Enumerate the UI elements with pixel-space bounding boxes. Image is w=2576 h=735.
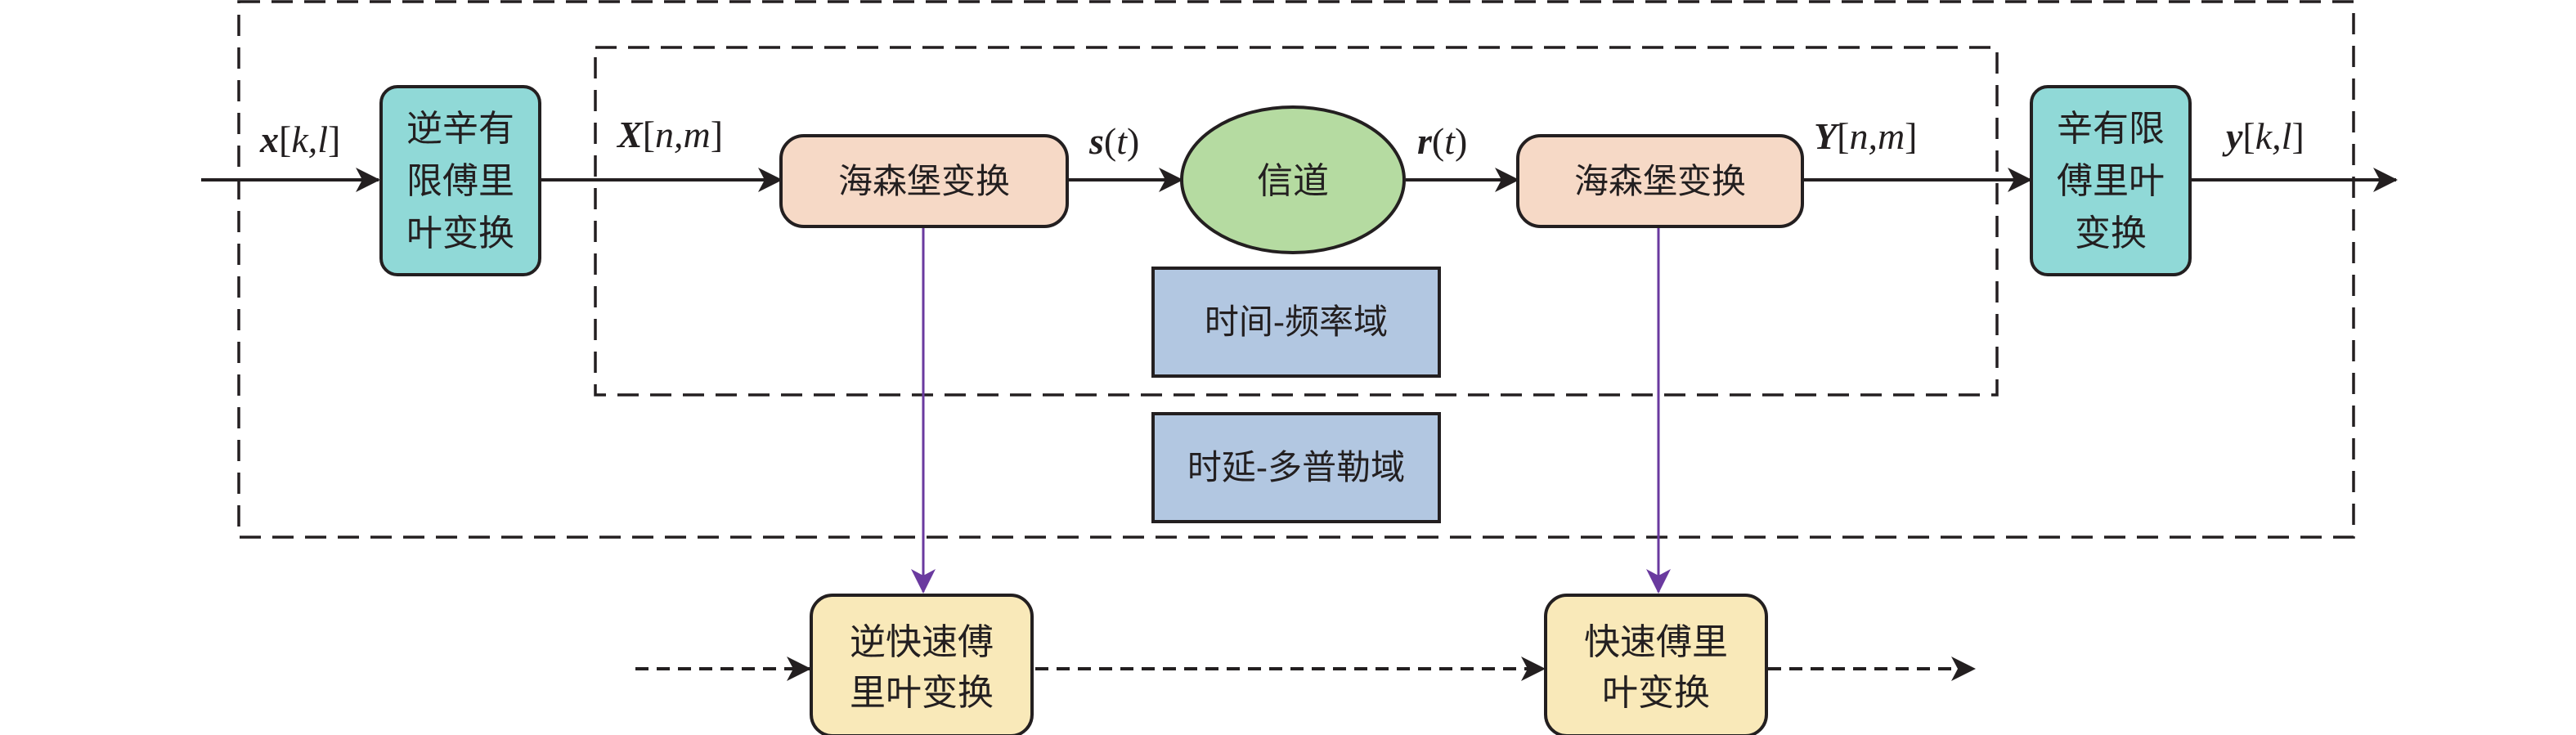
signal-label-r-t: r(t): [1417, 120, 1467, 162]
signal-X-tf-args: n,m: [655, 114, 711, 155]
signal-label-Y-tf: Y[n,m]: [1814, 115, 1918, 157]
delay-doppler-frame: [237, 0, 2355, 539]
signal-label-x-in: x[k,l]: [259, 119, 340, 160]
signal-r-t-symbol: r: [1417, 120, 1433, 162]
signal-s-t-args: t: [1116, 120, 1128, 162]
signal-Y-tf-args: n,m: [1849, 115, 1905, 157]
wigner-label: 海森堡变换: [1574, 161, 1746, 201]
sfft-label-line2: 傅里叶: [2057, 160, 2165, 202]
time-frequency-domain-label: 时间-频率域: [1205, 302, 1388, 342]
signal-X-tf-symbol: X: [616, 114, 644, 155]
channel-block: 信道: [1180, 105, 1406, 254]
sfft-label-line3: 变换: [2075, 213, 2147, 254]
fft-label-line1: 快速傅里: [1584, 621, 1728, 663]
signal-y-out-args: k,l: [2255, 115, 2292, 157]
signal-label-s-t: s(t): [1088, 120, 1139, 162]
sfft-label-line1: 辛有限: [2057, 108, 2165, 150]
signal-Y-tf-symbol: Y: [1814, 115, 1840, 157]
delay-doppler-domain-label: 时延-多普勒域: [1187, 447, 1405, 487]
signal-x-in-symbol: x: [259, 119, 279, 160]
signal-y-out-symbol: y: [2222, 115, 2243, 157]
ifft-block: 逆快速傅 里叶变换: [810, 594, 1034, 735]
channel-label: 信道: [1257, 160, 1329, 202]
signal-label-y-out: y[k,l]: [2222, 115, 2304, 157]
time-frequency-frame: [594, 46, 1999, 397]
isfft-label-line2: 限傅里: [406, 160, 514, 202]
delay-doppler-domain-box: 时延-多普勒域: [1151, 412, 1441, 523]
heisenberg-block: 海森堡变换: [779, 134, 1069, 228]
signal-s-t-symbol: s: [1088, 120, 1104, 162]
isfft-block: 逆辛有 限傅里 叶变换: [379, 85, 541, 276]
isfft-label-line1: 逆辛有: [406, 108, 514, 150]
time-frequency-domain-box: 时间-频率域: [1151, 267, 1441, 378]
isfft-label-line3: 叶变换: [406, 213, 514, 254]
heisenberg-label: 海森堡变换: [838, 161, 1010, 201]
ifft-label-line1: 逆快速傅: [850, 621, 994, 663]
signal-r-t-args: t: [1444, 120, 1456, 162]
fft-block: 快速傅里 叶变换: [1544, 594, 1768, 735]
fft-label-line2: 叶变换: [1602, 672, 1710, 714]
signal-label-X-tf: X[n,m]: [616, 114, 723, 155]
wigner-block: 海森堡变换: [1516, 134, 1804, 228]
ifft-label-line2: 里叶变换: [850, 672, 994, 714]
signal-x-in-args: k,l: [291, 119, 328, 160]
sfft-block: 辛有限 傅里叶 变换: [2030, 85, 2192, 276]
